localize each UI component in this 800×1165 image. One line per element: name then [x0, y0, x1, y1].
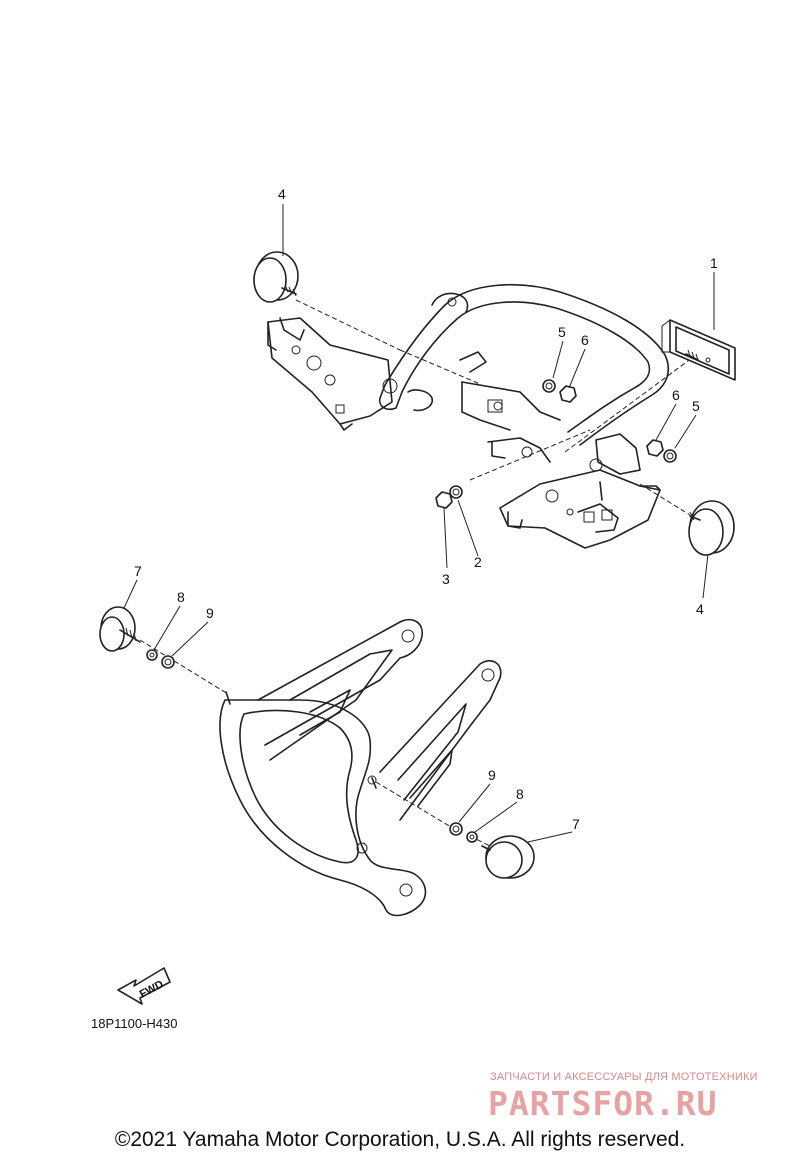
upper-grab-bar-assembly	[267, 283, 669, 549]
upper-centerlines	[295, 299, 701, 516]
reflector-round-4-bottom	[688, 500, 735, 556]
callout-9-right: 9	[488, 767, 496, 783]
reflector-round-7-right	[449, 822, 535, 879]
lower-centerlines	[139, 639, 491, 847]
rectangular-reflector-1	[661, 319, 736, 381]
callout-4-bottom: 4	[696, 601, 704, 617]
callout-5-a: 5	[558, 324, 566, 340]
callout-6-a: 6	[581, 332, 589, 348]
callout-5-b: 5	[692, 398, 700, 414]
callout-labels: 4 1 5 6 6 5 3 2 4 7 8 9 9 8 7	[134, 186, 718, 832]
reflector-round-7-left	[99, 606, 175, 669]
callout-9-left: 9	[206, 605, 214, 621]
callout-8-left: 8	[177, 589, 185, 605]
lower-guard-assembly	[219, 618, 502, 917]
copyright-footer: ©2021 Yamaha Motor Corporation, U.S.A. A…	[114, 1128, 686, 1151]
diagram-code: 18P1100-H430	[91, 1016, 178, 1031]
callout-7-left: 7	[134, 563, 142, 579]
watermark-tagline: ЗАПЧАСТИ И АКСЕССУАРЫ ДЛЯ МОТОТЕХНИКИ	[490, 1071, 758, 1083]
leader-lines	[123, 204, 715, 843]
callout-8-right: 8	[516, 786, 524, 802]
callout-6-b: 6	[672, 387, 680, 403]
fwd-arrow-icon: FWD	[117, 967, 171, 1005]
reflector-round-4-top	[253, 251, 299, 303]
callout-4-top: 4	[278, 186, 286, 202]
upper-fasteners	[435, 379, 677, 509]
callout-1: 1	[710, 255, 718, 271]
watermark-brand: PARTSFOR.RU	[488, 1084, 718, 1123]
callout-3: 3	[442, 571, 450, 587]
callout-2: 2	[474, 554, 482, 570]
callout-7-right: 7	[572, 816, 580, 832]
